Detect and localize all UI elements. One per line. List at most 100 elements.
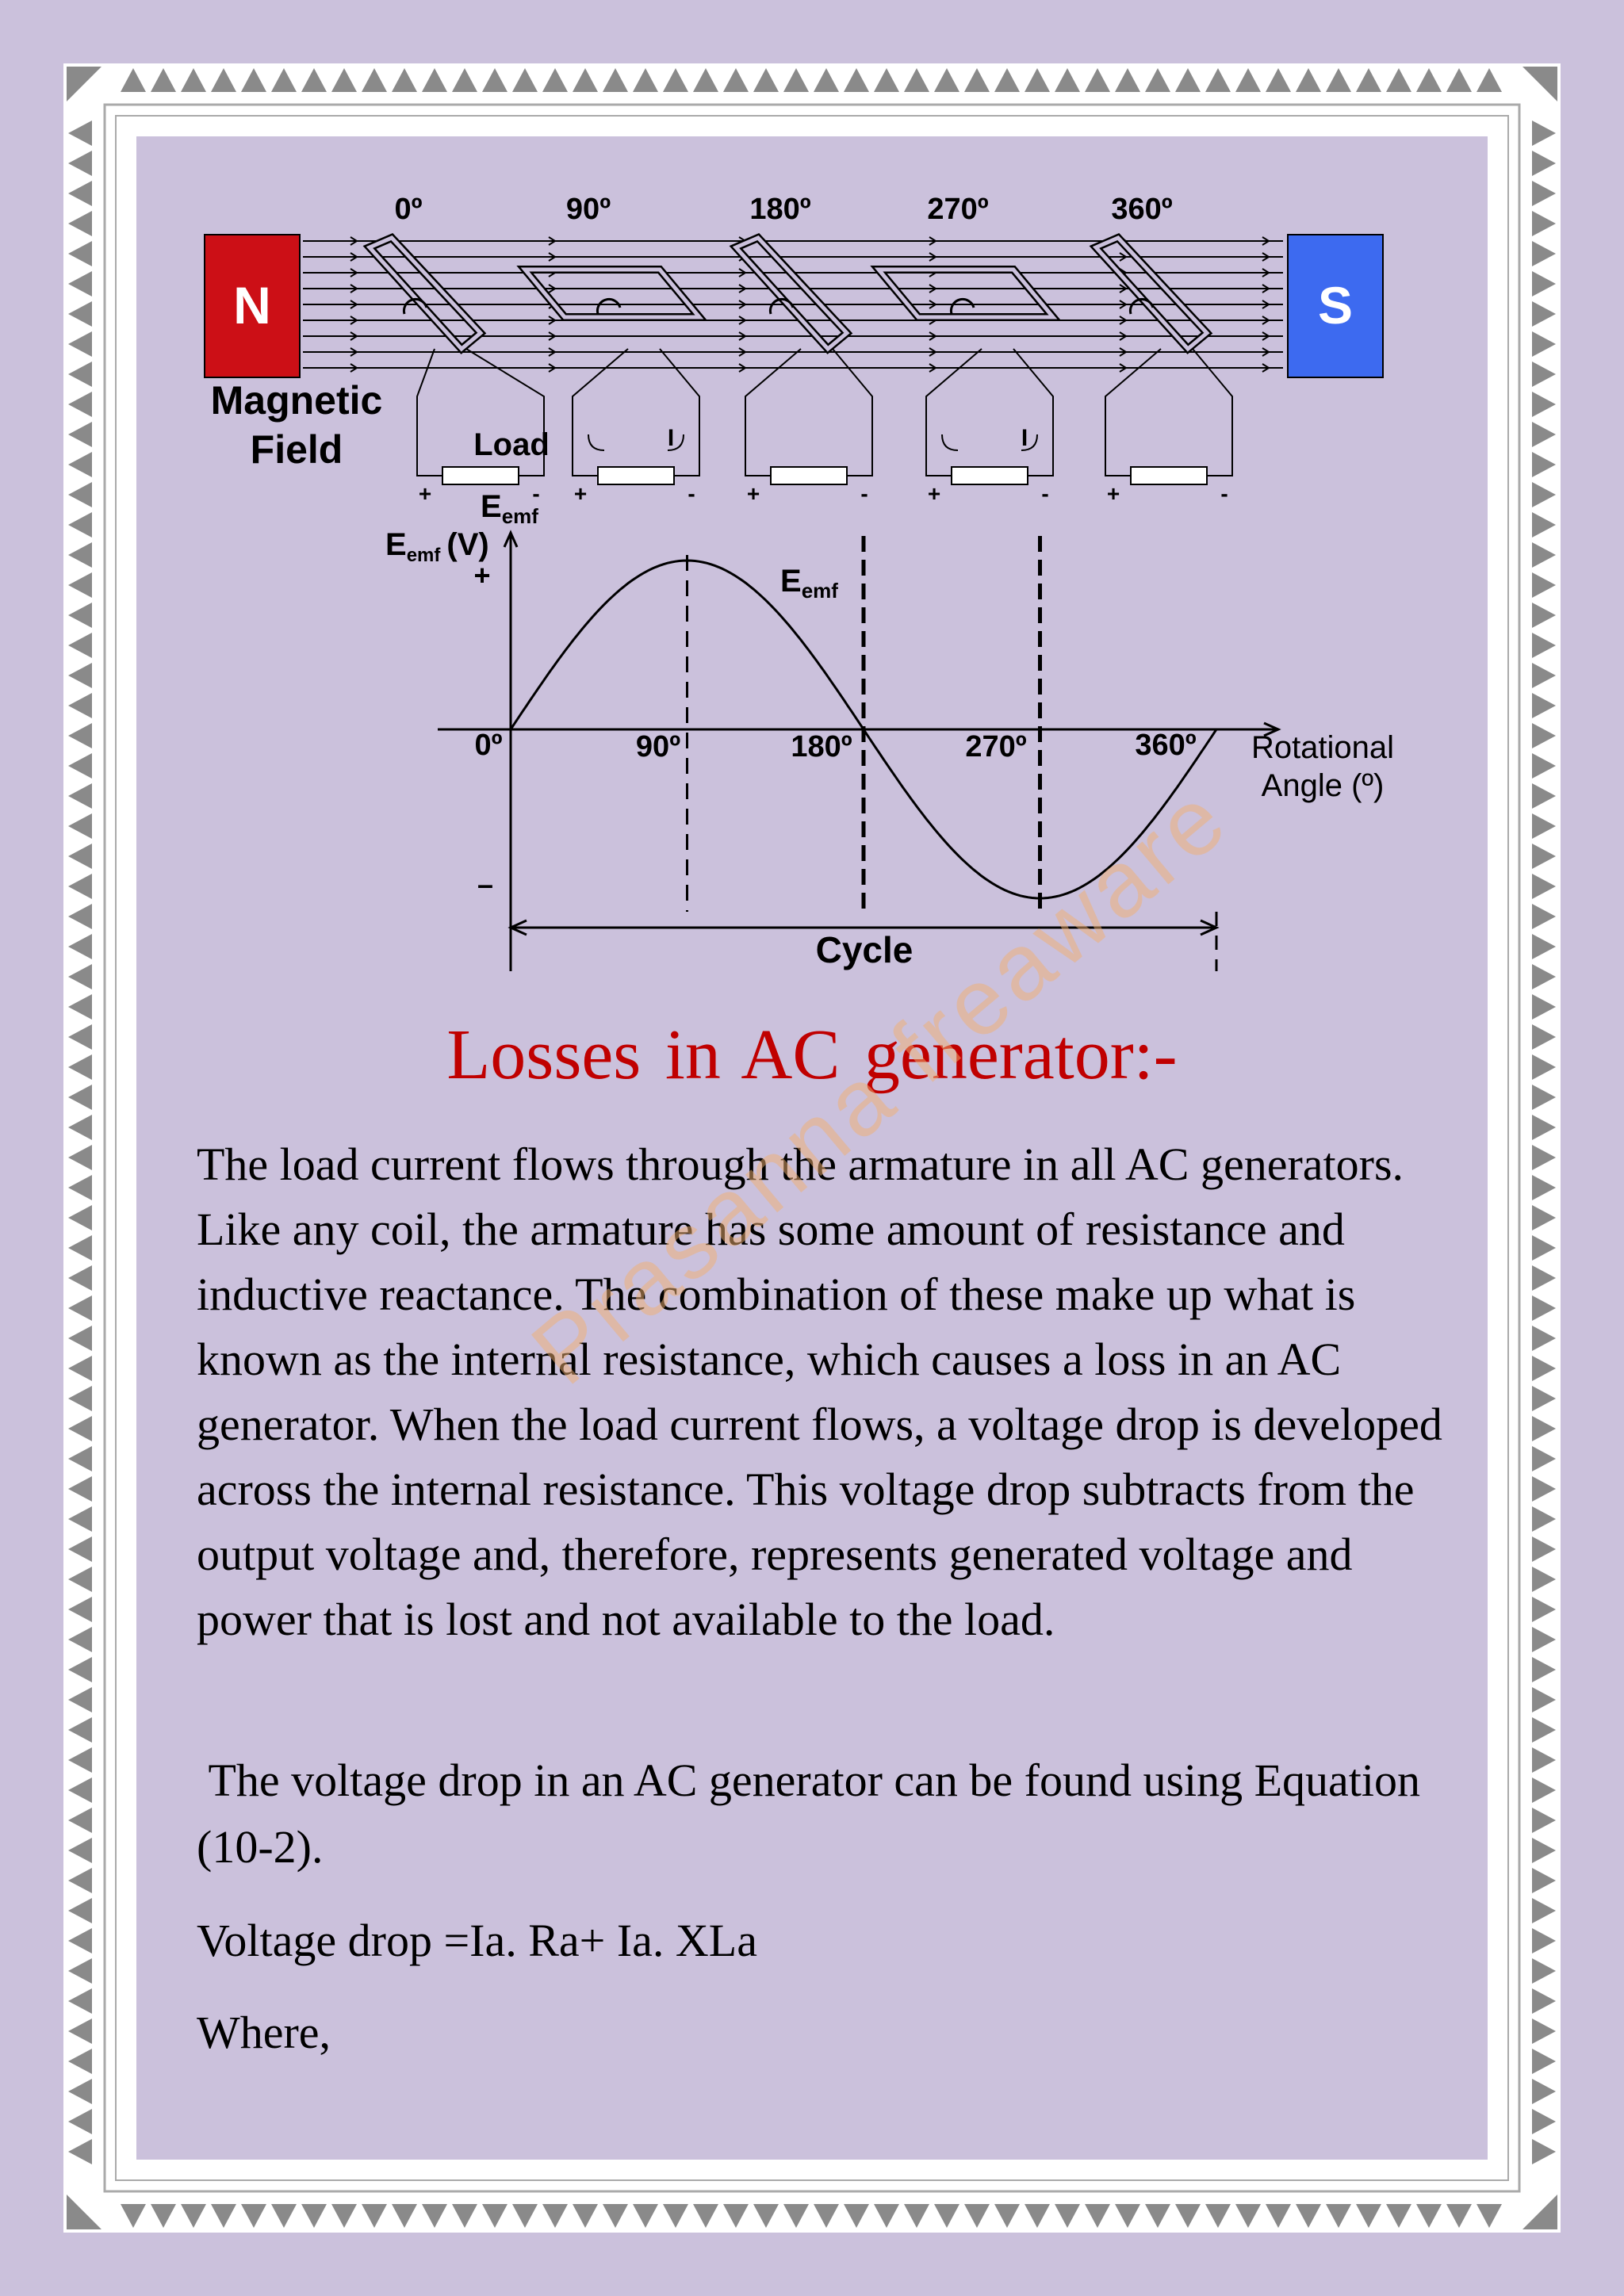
border-triangle — [1532, 1295, 1556, 1321]
field-arrow — [929, 252, 937, 262]
border-triangle — [68, 934, 92, 959]
border-triangle — [68, 211, 92, 236]
field-arrow — [929, 331, 937, 341]
border-triangle — [68, 1958, 92, 1984]
field-arrow — [1119, 347, 1128, 357]
border-triangle — [783, 68, 809, 92]
border-triangle — [1386, 68, 1411, 92]
border-triangle — [573, 2204, 598, 2228]
field-arrow — [350, 252, 358, 262]
top-angle-label: 0º — [394, 193, 422, 226]
field-arrow — [350, 316, 358, 325]
border-triangle — [1446, 2204, 1472, 2228]
border-triangle — [542, 2204, 568, 2228]
border-triangle — [151, 2204, 176, 2228]
minus-sign: - — [1220, 481, 1228, 506]
border-triangle — [392, 2204, 417, 2228]
border-triangle — [1532, 964, 1556, 989]
border-triangle — [1025, 68, 1050, 92]
border-triangle — [68, 181, 92, 206]
border-triangle — [68, 813, 92, 839]
border-triangle — [68, 1085, 92, 1110]
cycle-arrow-left-head — [508, 919, 527, 936]
load-resistor — [442, 466, 519, 485]
emf-label-sub: emf — [502, 504, 539, 528]
border-triangle — [1532, 1988, 1556, 2014]
border-triangle — [1205, 68, 1231, 92]
border-triangle — [1175, 68, 1201, 92]
minus-sign: - — [860, 481, 868, 506]
border-triangle — [68, 1627, 92, 1652]
field-arrow — [738, 331, 747, 341]
border-triangle — [68, 603, 92, 628]
border-triangle — [68, 331, 92, 357]
border-triangle — [1205, 2204, 1231, 2228]
border-triangle — [723, 2204, 749, 2228]
border-triangle — [633, 2204, 658, 2228]
border-triangle — [1532, 1747, 1556, 1773]
border-triangle — [1085, 2204, 1110, 2228]
border-triangle — [1532, 271, 1556, 297]
border-triangle — [1532, 1446, 1556, 1471]
field-arrow — [929, 236, 937, 246]
field-arrow — [1119, 284, 1128, 293]
coil-loop — [516, 266, 708, 321]
coil-loop-inner — [732, 235, 850, 352]
border-triangle — [964, 2204, 990, 2228]
field-arrow — [738, 284, 747, 293]
border-triangle — [934, 2204, 959, 2228]
field-arrow — [548, 252, 557, 262]
border-triangle — [1296, 2204, 1321, 2228]
border-triangle — [1532, 1657, 1556, 1682]
magnetic-field-lines — [303, 236, 1283, 373]
border-triangle — [844, 68, 869, 92]
border-triangle — [271, 2204, 297, 2228]
field-arrow — [1119, 316, 1128, 325]
border-triangle — [1532, 1808, 1556, 1833]
field-arrow — [350, 363, 358, 373]
field-arrow — [1262, 300, 1270, 309]
current-arrow — [667, 434, 684, 451]
plus-sign: + — [1107, 481, 1120, 506]
plus-sign: + — [419, 481, 431, 506]
border-triangle — [1532, 1115, 1556, 1140]
border-triangle — [68, 663, 92, 688]
border-triangle — [693, 2204, 718, 2228]
border-triangle — [1326, 2204, 1351, 2228]
border-triangle — [1532, 1024, 1556, 1050]
border-triangle — [68, 1175, 92, 1200]
field-arrow — [350, 331, 358, 341]
field-arrow — [1262, 284, 1270, 293]
coil-lead — [1105, 348, 1162, 476]
field-arrow — [548, 331, 557, 341]
border-triangle — [1532, 241, 1556, 266]
border-triangle — [783, 2204, 809, 2228]
border-triangle — [1532, 1506, 1556, 1532]
border-triangle — [68, 1326, 92, 1351]
minus-sign: - — [688, 481, 695, 506]
border-triangle — [1356, 68, 1381, 92]
border-triangle — [1532, 1145, 1556, 1170]
border-triangle — [1532, 874, 1556, 899]
x-axis-label: Angle (º) — [1262, 768, 1385, 803]
border-triangle — [1175, 2204, 1201, 2228]
border-triangle — [68, 1838, 92, 1863]
border-triangle — [68, 1717, 92, 1743]
border-triangle — [1532, 2049, 1556, 2074]
border-triangle — [1532, 512, 1556, 538]
coil-loop — [870, 266, 1062, 321]
top-angle-label: 180º — [749, 193, 810, 226]
border-triangle — [1477, 68, 1502, 92]
border-triangle — [1532, 844, 1556, 869]
border-triangle — [1532, 1054, 1556, 1080]
border-triangle — [68, 362, 92, 387]
border-triangle — [1532, 783, 1556, 809]
field-arrow — [929, 300, 937, 309]
border-triangle — [1532, 211, 1556, 236]
magnetic-field-label: Magnetic — [211, 378, 383, 423]
border-triangle — [68, 2109, 92, 2134]
border-corner-triangle — [67, 2195, 102, 2229]
border-triangle — [1326, 68, 1351, 92]
border-triangle — [1532, 1235, 1556, 1261]
border-triangle — [603, 68, 628, 92]
